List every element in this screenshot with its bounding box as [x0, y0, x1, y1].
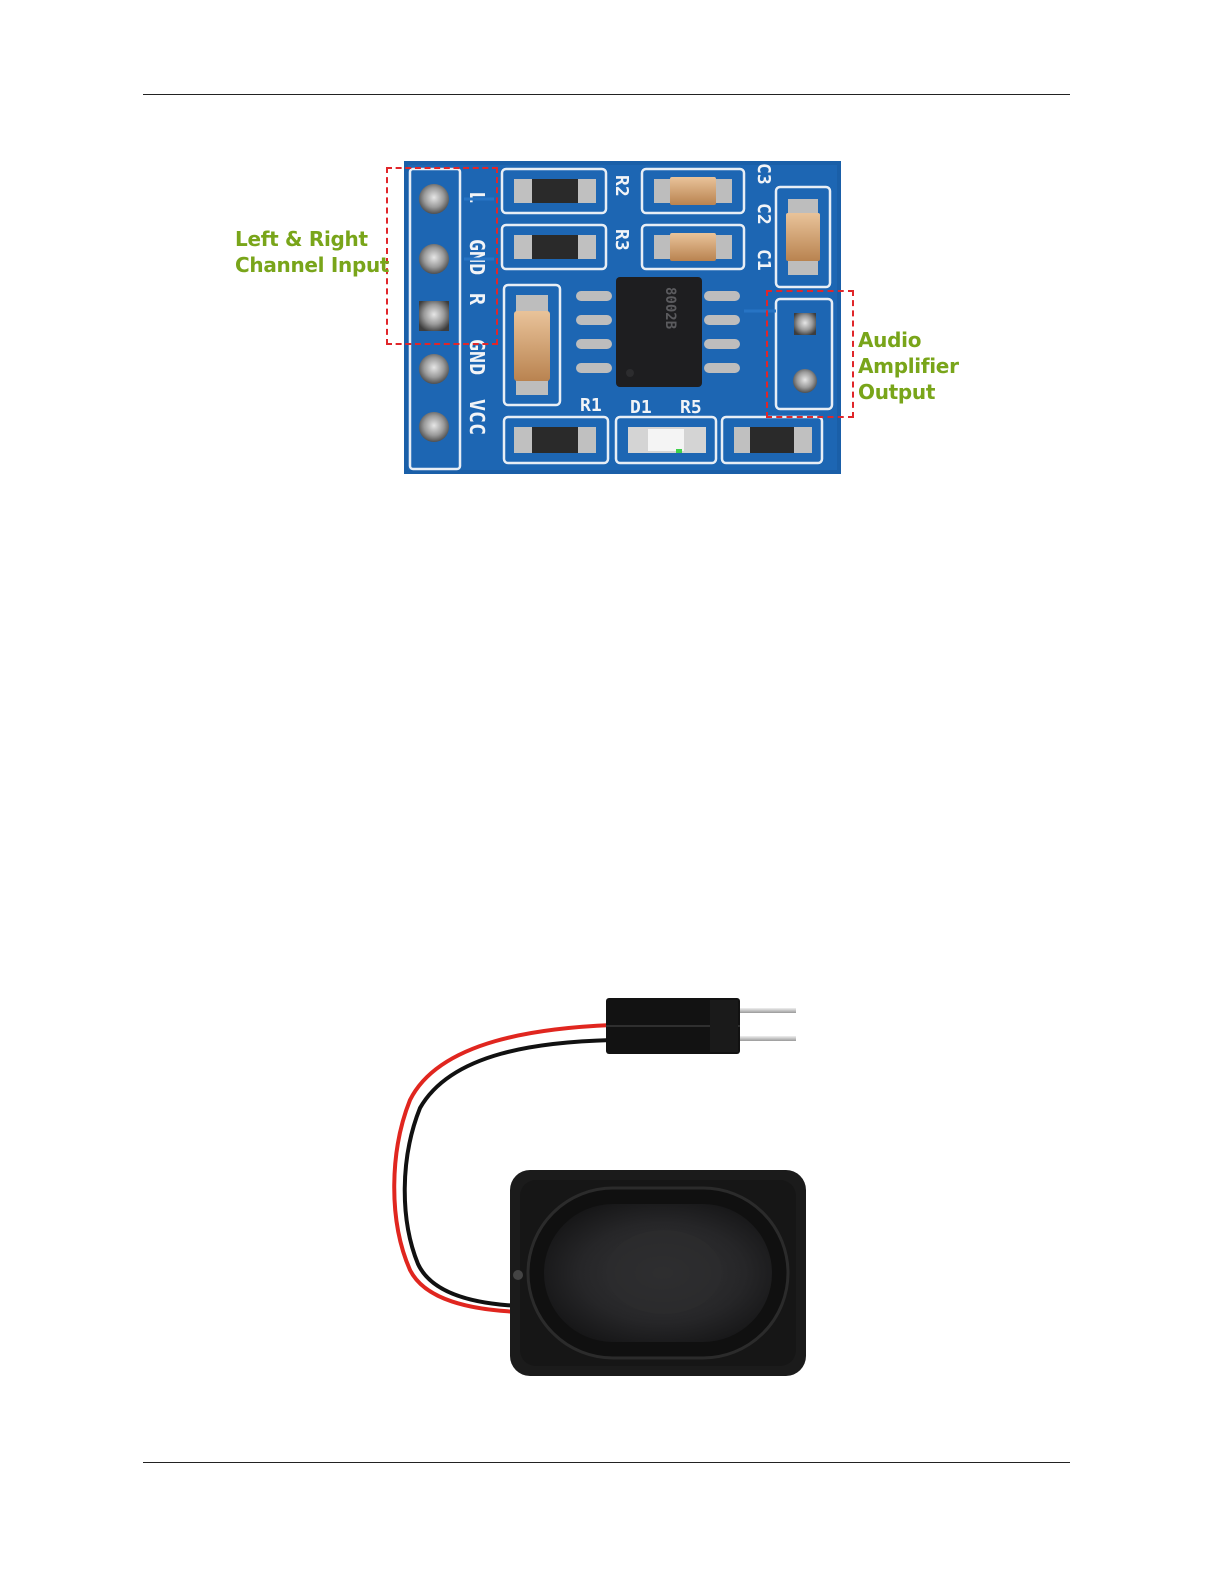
output-annotation-line-1: Audio: [858, 327, 959, 353]
connector-pin-1: [740, 1008, 796, 1013]
output-annotation-line-2: Amplifier: [858, 353, 959, 379]
input-highlight-box: [386, 167, 498, 345]
input-annotation-line-1: Left & Right: [235, 226, 389, 252]
silk-r5: R5: [680, 397, 702, 418]
speaker-image: [380, 990, 820, 1380]
silk-c3: C3: [753, 163, 774, 185]
silk-d1: D1: [630, 397, 652, 418]
chip-marking: 8002B: [662, 287, 678, 329]
silk-c1: C1: [753, 249, 774, 271]
silk-pin-vcc: VCC: [465, 399, 489, 435]
connector-pin-2: [740, 1036, 796, 1041]
output-annotation: Audio Amplifier Output: [858, 327, 959, 405]
output-annotation-line-3: Output: [858, 379, 959, 405]
input-annotation-line-2: Channel Input: [235, 252, 389, 278]
input-annotation: Left & Right Channel Input: [235, 226, 389, 278]
footer-rule: [143, 1462, 1070, 1463]
header-rule: [143, 94, 1070, 95]
silk-c2: C2: [753, 203, 774, 225]
output-highlight-box: [766, 290, 854, 418]
silk-r2: R2: [611, 175, 632, 197]
silk-r3: R3: [611, 229, 632, 251]
silk-r1: R1: [580, 395, 602, 416]
